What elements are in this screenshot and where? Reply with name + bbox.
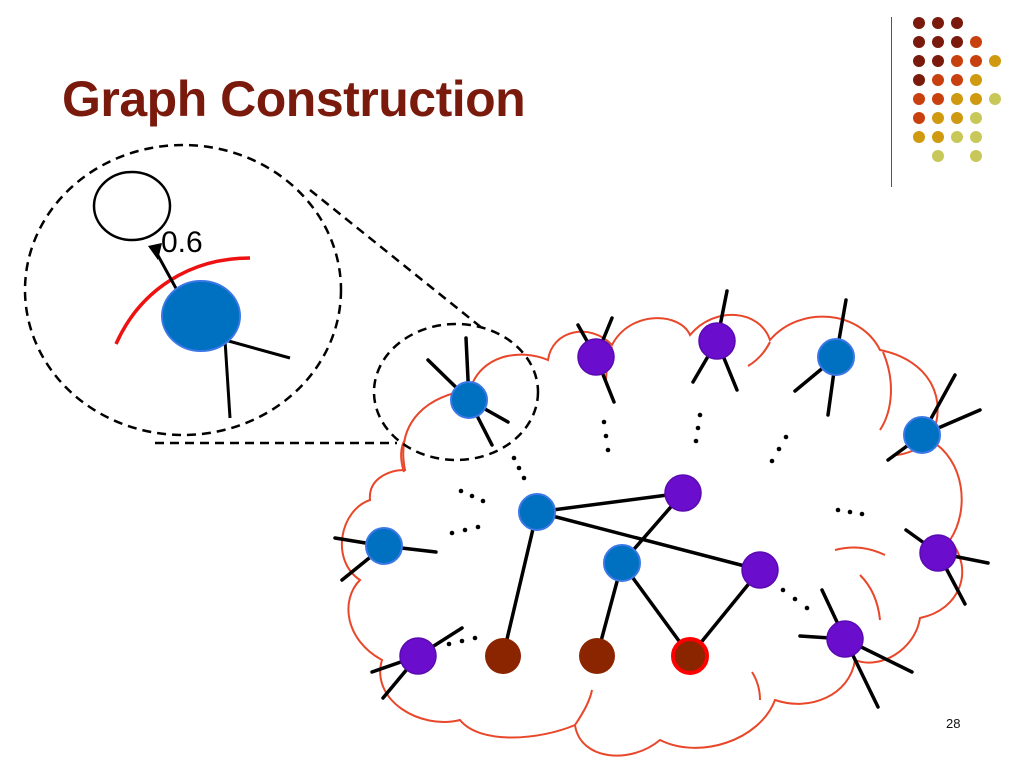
- decorative-dot: [989, 55, 1001, 67]
- decorative-dot: [951, 93, 963, 105]
- blue-node: [817, 338, 855, 376]
- decorative-dot: [913, 93, 925, 105]
- decorative-dot: [970, 131, 982, 143]
- ellipsis-dot: [776, 446, 782, 452]
- ellipsis-dot: [475, 524, 481, 530]
- highlighted-brown-node: [671, 637, 709, 675]
- decorative-dot: [932, 55, 944, 67]
- ellipsis-dot: [603, 433, 609, 439]
- decorative-dot: [932, 93, 944, 105]
- purple-node: [826, 620, 864, 658]
- weighted-edge: [153, 249, 180, 293]
- header-divider: [891, 17, 892, 187]
- purple-node: [741, 551, 779, 589]
- edge-arrowhead: [148, 243, 162, 260]
- zoomed-blue-node: [161, 280, 241, 352]
- ellipsis-dot: [449, 530, 455, 536]
- blue-node: [603, 544, 641, 582]
- decision-boundary-arc: [114, 256, 251, 345]
- decorative-dot: [913, 131, 925, 143]
- decorative-dot: [932, 131, 944, 143]
- decorative-dot: [970, 36, 982, 48]
- decorative-dot: [932, 74, 944, 86]
- graph-nodes: [365, 322, 957, 675]
- ellipsis-dot: [521, 475, 527, 481]
- decorative-dot: [932, 36, 944, 48]
- ellipsis-dot: [792, 596, 798, 602]
- decorative-dot: [951, 131, 963, 143]
- decorative-dot: [913, 74, 925, 86]
- purple-node: [577, 338, 615, 376]
- ellipsis-dot: [783, 434, 789, 440]
- decorative-dot: [913, 112, 925, 124]
- neighbor-node-empty: [92, 170, 172, 242]
- purple-node: [919, 534, 957, 572]
- ellipsis-dot: [459, 638, 465, 644]
- ellipsis-dot: [847, 509, 853, 515]
- ellipsis-dot: [605, 447, 611, 453]
- decorative-dot: [913, 55, 925, 67]
- omitted-connections: [446, 412, 865, 647]
- ellipsis-dot: [804, 605, 810, 611]
- zoom-callout: [23, 143, 540, 462]
- ellipsis-dot: [769, 458, 775, 464]
- decorative-dot-grid: [913, 17, 1001, 162]
- decorative-dot: [951, 112, 963, 124]
- decorative-dot: [913, 36, 925, 48]
- ellipsis-dot: [458, 488, 464, 494]
- ellipsis-dot: [835, 507, 841, 513]
- decorative-dot: [932, 17, 944, 29]
- decorative-dot: [951, 17, 963, 29]
- ellipsis-dot: [446, 641, 452, 647]
- blue-node: [450, 381, 488, 419]
- decorative-dot: [970, 55, 982, 67]
- decorative-dot: [951, 36, 963, 48]
- decorative-dot: [932, 150, 944, 162]
- blue-node: [518, 493, 556, 531]
- blue-node: [903, 416, 941, 454]
- ellipsis-dot: [469, 493, 475, 499]
- ellipsis-dot: [697, 412, 703, 418]
- slide-title: Graph Construction: [62, 71, 526, 127]
- decorative-dot: [970, 150, 982, 162]
- ellipsis-dot: [462, 527, 468, 533]
- ellipsis-dot: [480, 498, 486, 504]
- purple-node: [664, 474, 702, 512]
- blue-node: [365, 527, 403, 565]
- decorative-dot: [970, 74, 982, 86]
- decorative-dot: [951, 55, 963, 67]
- decorative-dot: [932, 112, 944, 124]
- ellipsis-dot: [511, 455, 517, 461]
- ellipsis-dot: [859, 511, 865, 517]
- decorative-dot: [989, 93, 1001, 105]
- decorative-dot: [970, 112, 982, 124]
- ellipsis-dot: [472, 635, 478, 641]
- ellipsis-dot: [695, 425, 701, 431]
- decorative-dot: [970, 93, 982, 105]
- brown-node: [579, 638, 615, 674]
- zoomed-node-detail: 0.6: [92, 170, 291, 419]
- brown-node: [485, 638, 521, 674]
- ellipsis-dot: [693, 438, 699, 444]
- ellipsis-dot: [516, 465, 522, 471]
- purple-node: [698, 322, 736, 360]
- decorative-dot: [951, 74, 963, 86]
- ellipsis-dot: [601, 419, 607, 425]
- page-number: 28: [946, 716, 961, 731]
- purple-node: [399, 637, 437, 675]
- edge-weight-label: 0.6: [161, 226, 203, 259]
- decorative-dot: [913, 17, 925, 29]
- ellipsis-dot: [780, 587, 786, 593]
